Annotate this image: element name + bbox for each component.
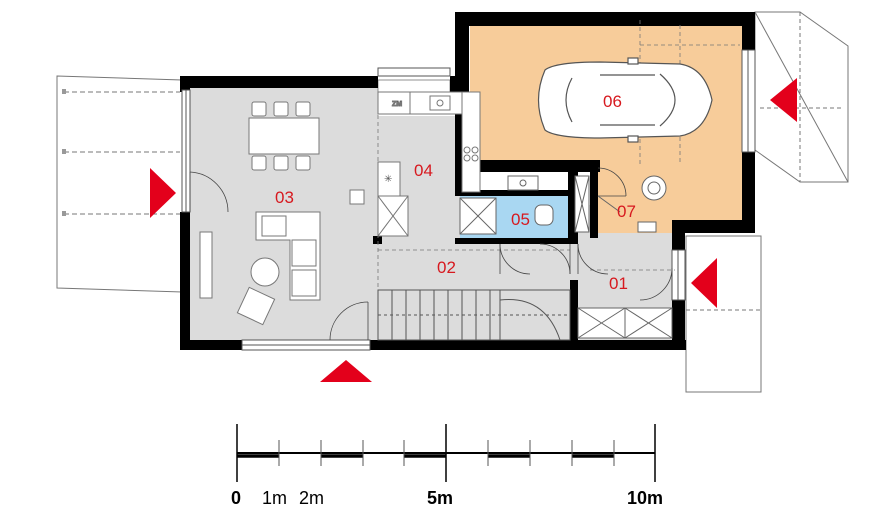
arrow-bottom — [320, 360, 372, 382]
room-05-label: 05 — [511, 210, 530, 229]
arrow-garage — [770, 78, 797, 122]
scale-label-2m: 2m — [299, 488, 324, 508]
arrow-main-entrance — [691, 258, 717, 308]
staircase — [377, 289, 571, 341]
dining-set — [248, 101, 320, 171]
bathroom — [459, 175, 590, 235]
doors — [189, 167, 673, 341]
entrance-arrows — [150, 78, 797, 382]
sofa-set — [199, 211, 321, 326]
room-02-label: 02 — [437, 258, 456, 277]
scale-bar — [236, 424, 656, 482]
scale-labels: 0 1m 2m 5m 10m — [231, 488, 663, 508]
room-06-label: 06 — [603, 92, 622, 111]
arrow-terrace — [150, 168, 176, 218]
room-07-label: 07 — [617, 202, 636, 221]
canopy-entrance — [685, 235, 762, 393]
room-03-label: 03 — [275, 188, 294, 207]
canopy-garage — [754, 11, 849, 183]
scale-label-0: 0 — [231, 488, 241, 508]
kitchen: ZM ✳ — [349, 91, 481, 237]
room-numbers: 01 02 03 04 05 06 07 — [275, 92, 636, 293]
zm-label: ZM — [392, 101, 402, 108]
utility — [597, 175, 667, 233]
room-01-label: 01 — [609, 274, 628, 293]
scale-label-5m: 5m — [427, 488, 453, 508]
scale-label-10m: 10m — [627, 488, 663, 508]
svg-text:✳: ✳ — [384, 174, 392, 185]
room-04-label: 04 — [414, 161, 433, 180]
scale-label-1m: 1m — [262, 488, 287, 508]
windows — [181, 49, 756, 351]
car — [537, 57, 713, 143]
wardrobe — [577, 307, 673, 339]
walls — [180, 12, 755, 350]
